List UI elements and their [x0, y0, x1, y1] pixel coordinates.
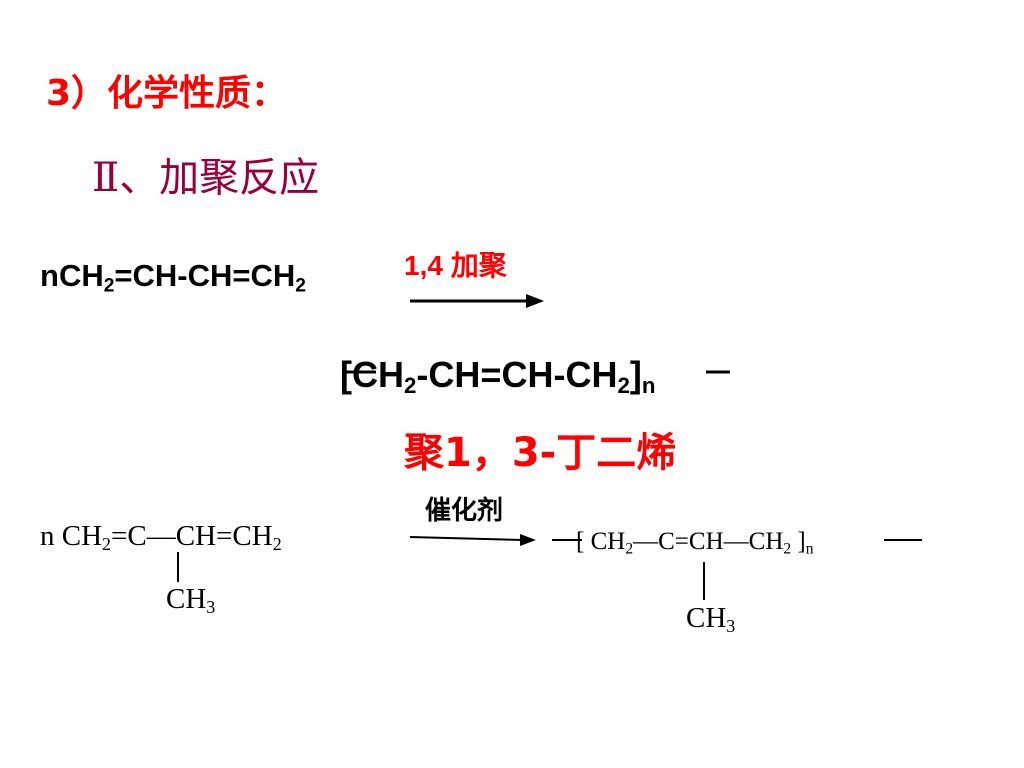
reaction2-product: [ CH2—C=CH—CH2 ]n [576, 528, 814, 558]
reaction1-product-name: 聚1，3-丁二烯 [404, 430, 677, 476]
reaction2-condition: 催化剂 [425, 496, 504, 526]
reaction2-reactant-methyl: CH3 [166, 583, 216, 618]
slide-subheading: Ⅱ、加聚反应 [92, 155, 320, 200]
reaction1-product: [CH2-CH=CH-CH2]n [340, 354, 656, 399]
reaction2-reactant: n CH2=C—CH=CH2 [40, 520, 282, 555]
reaction2-arrow [409, 534, 536, 546]
reaction2-product-methyl: CH3 [686, 602, 736, 637]
reaction1-condition: 1,4 加聚 [404, 250, 507, 281]
slide-heading: 3）化学性质： [46, 73, 288, 114]
reaction1-arrow [410, 294, 544, 308]
reaction1-reactant: nCH2=CH-CH=CH2 [40, 258, 306, 297]
